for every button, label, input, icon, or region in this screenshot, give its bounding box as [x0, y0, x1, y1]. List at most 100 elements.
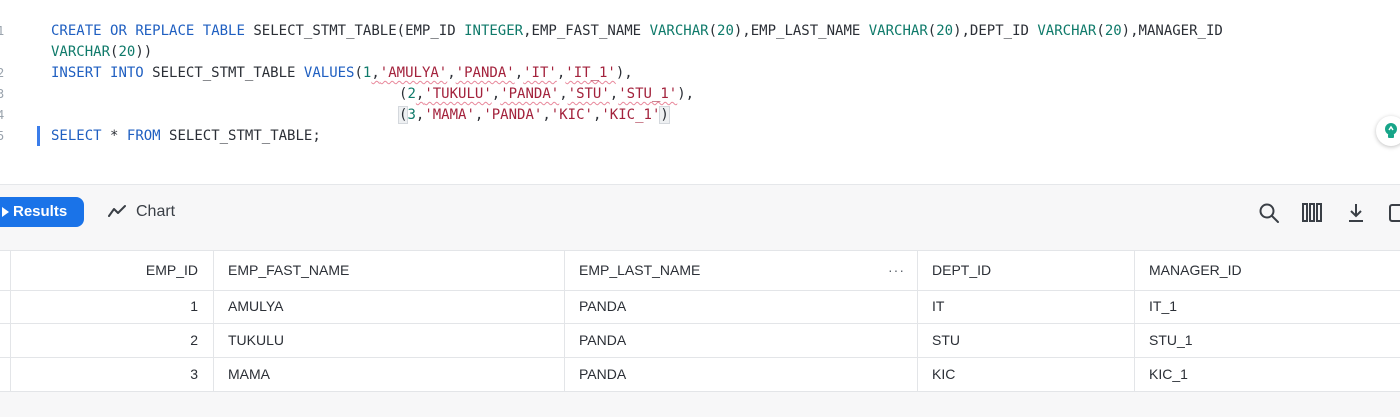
code-line-select: SELECT * FROM SELECT_STMT_TABLE; [51, 126, 321, 147]
tab-chart[interactable]: Chart [108, 197, 198, 227]
string: 'AMULYA' [379, 65, 448, 81]
cell-emp-last-name[interactable]: PANDA [579, 332, 627, 348]
download-icon[interactable] [1345, 202, 1367, 224]
play-icon [2, 207, 9, 217]
table-row[interactable]: 1 AMULYA PANDA IT IT_1 [0, 290, 1400, 323]
punct: , [371, 65, 380, 81]
line-number: 3 [0, 87, 5, 101]
number: 20 [1104, 23, 1122, 39]
column-header-emp-last-name[interactable]: EMP_LAST_NAME [579, 262, 701, 278]
punct: , [592, 107, 602, 123]
column-divider[interactable] [10, 250, 11, 391]
matching-bracket: ( [397, 106, 409, 124]
sql-editor[interactable]: 1 2 3 4 5 CREATE OR REPLACE TABLE SELECT… [0, 0, 1400, 184]
string: 'STU' [567, 86, 610, 102]
code-line-insert: INSERT INTO SELECT_STMT_TABLE VALUES(1,'… [51, 63, 633, 84]
string: 'PANDA' [455, 65, 515, 81]
column-divider[interactable] [213, 250, 214, 391]
keyword: FROM [126, 128, 161, 144]
column-header-dept-id[interactable]: DEPT_ID [932, 262, 992, 278]
number: 1 [362, 65, 372, 81]
grid-line [0, 250, 1400, 251]
grid-line [0, 357, 1400, 358]
cell-emp-fast-name[interactable]: TUKULU [228, 332, 285, 348]
string: 'IT' [523, 65, 557, 81]
identifier: SELECT_STMT_TABLE [152, 65, 296, 81]
cell-emp-id[interactable]: 1 [190, 298, 198, 314]
grid-line [0, 290, 1400, 291]
column-divider[interactable] [564, 250, 565, 391]
table-row[interactable]: 2 TUKULU PANDA STU STU_1 [0, 324, 1400, 357]
column-divider[interactable] [917, 250, 918, 391]
type: VARCHAR [649, 23, 709, 39]
identifier: ),EMP_LAST_NAME [733, 23, 861, 39]
column-header-manager-id[interactable]: MANAGER_ID [1149, 262, 1242, 278]
table-row[interactable]: 3 MAMA PANDA KIC KIC_1 [0, 358, 1400, 391]
keyword: INSERT [51, 65, 102, 81]
punct: , [556, 65, 566, 81]
cell-manager-id[interactable]: STU_1 [1149, 332, 1193, 348]
punct: * [110, 128, 119, 144]
identifier: SELECT_STMT_TABLE; [169, 128, 321, 144]
cell-emp-last-name[interactable]: PANDA [579, 366, 627, 382]
type: VARCHAR [868, 23, 928, 39]
code-line-values-2: (2,'TUKULU','PANDA','STU','STU_1'), [399, 84, 694, 105]
punct: , [559, 86, 568, 102]
identifier: ),DEPT_ID [953, 23, 1029, 39]
line-gutter: 1 2 3 4 5 [0, 0, 38, 184]
lightbulb-suggestion-button[interactable] [1376, 116, 1400, 146]
keyword: SELECT [51, 128, 102, 144]
grid-line [0, 391, 1400, 392]
type: VARCHAR [1037, 23, 1097, 39]
results-grid: EMP_ID EMP_FAST_NAME EMP_LAST_NAME ··· D… [0, 240, 1400, 417]
cell-manager-id[interactable]: IT_1 [1149, 298, 1178, 314]
string: 'PANDA' [500, 86, 560, 102]
punct: ), [615, 65, 633, 81]
code-line-create-wrap: VARCHAR(20)) [51, 42, 152, 63]
column-menu-button[interactable]: ··· [888, 262, 905, 278]
string: 'IT_1' [565, 65, 616, 81]
cell-emp-fast-name[interactable]: AMULYA [228, 298, 284, 314]
punct: , [491, 86, 501, 102]
lightbulb-icon [1385, 123, 1397, 138]
punct: , [514, 65, 524, 81]
punct: , [474, 107, 484, 123]
code-line-values-3: (3,'MAMA','PANDA','KIC','KIC_1') [397, 105, 670, 126]
keyword: INTO [110, 65, 144, 81]
code-line-create: CREATE OR REPLACE TABLE SELECT_STMT_TABL… [51, 21, 1223, 42]
cell-manager-id[interactable]: KIC_1 [1149, 366, 1188, 382]
punct: , [542, 107, 551, 123]
punct: , [447, 65, 456, 81]
identifier: EMP_ID [405, 23, 456, 39]
columns-icon[interactable] [1301, 202, 1323, 224]
line-chart-icon [108, 205, 126, 217]
punct: ( [1096, 23, 1105, 39]
cell-emp-id[interactable]: 3 [190, 366, 198, 382]
column-header-emp-id[interactable]: EMP_ID [145, 262, 198, 278]
matching-bracket: ) [659, 106, 670, 124]
cell-emp-last-name[interactable]: PANDA [579, 298, 627, 314]
column-divider[interactable] [1134, 250, 1135, 391]
string: 'STU_1' [618, 86, 678, 102]
number: 2 [407, 86, 416, 102]
expand-icon[interactable] [1388, 202, 1400, 224]
cell-dept-id[interactable]: STU [932, 332, 960, 348]
keyword: REPLACE [135, 23, 195, 39]
keyword: VALUES [303, 65, 355, 81]
cell-emp-id[interactable]: 2 [190, 332, 198, 348]
identifier: ),MANAGER_ID [1121, 23, 1223, 39]
cell-emp-fast-name[interactable]: MAMA [228, 366, 270, 382]
active-line-marker [37, 126, 40, 146]
identifier: SELECT_STMT_TABLE( [253, 23, 406, 39]
cell-dept-id[interactable]: IT [932, 298, 945, 314]
punct: ( [354, 65, 363, 81]
search-icon[interactable] [1258, 202, 1280, 224]
keyword: OR [110, 23, 127, 39]
column-header-emp-fast-name[interactable]: EMP_FAST_NAME [228, 262, 350, 278]
cell-dept-id[interactable]: KIC [932, 366, 956, 382]
tab-results[interactable]: Results [0, 197, 84, 227]
tab-results-label: Results [13, 203, 68, 220]
number: 20 [936, 23, 954, 39]
grid-line [0, 323, 1400, 324]
string: 'KIC_1' [601, 107, 661, 123]
